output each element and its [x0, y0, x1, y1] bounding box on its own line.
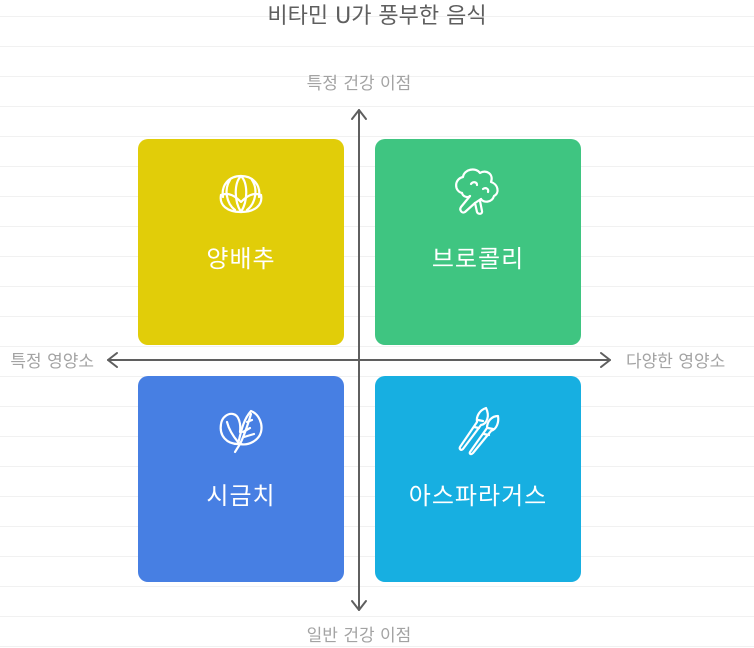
quadrant-cabbage: 양배추 [138, 139, 344, 345]
quadrant-label: 브로콜리 [431, 245, 525, 273]
axis-label-top: 특정 건강 이점 [306, 74, 412, 94]
asparagus-icon [458, 406, 500, 456]
axis-label-right: 다양한 영양소 [626, 352, 726, 372]
cabbage-icon [219, 174, 263, 214]
arrow-down [351, 600, 367, 611]
arrow-up [351, 109, 367, 120]
quadrant-label: 시금치 [206, 482, 276, 510]
quadrant-asparagus: 아스파라거스 [375, 376, 581, 582]
quadrant-label: 양배추 [206, 245, 276, 273]
arrow-right [600, 352, 611, 368]
quadrant-broccoli: 브로콜리 [375, 139, 581, 345]
axis-label-left: 특정 영양소 [10, 352, 94, 372]
arrow-left [107, 352, 118, 368]
axis-label-bottom: 일반 건강 이점 [306, 626, 412, 646]
quadrant-label: 아스파라거스 [408, 482, 548, 510]
spinach-icon [219, 409, 263, 454]
broccoli-icon [455, 168, 499, 215]
quadrant-spinach: 시금치 [138, 376, 344, 582]
diagram-title: 비타민 U가 풍부한 음식 [267, 4, 487, 29]
